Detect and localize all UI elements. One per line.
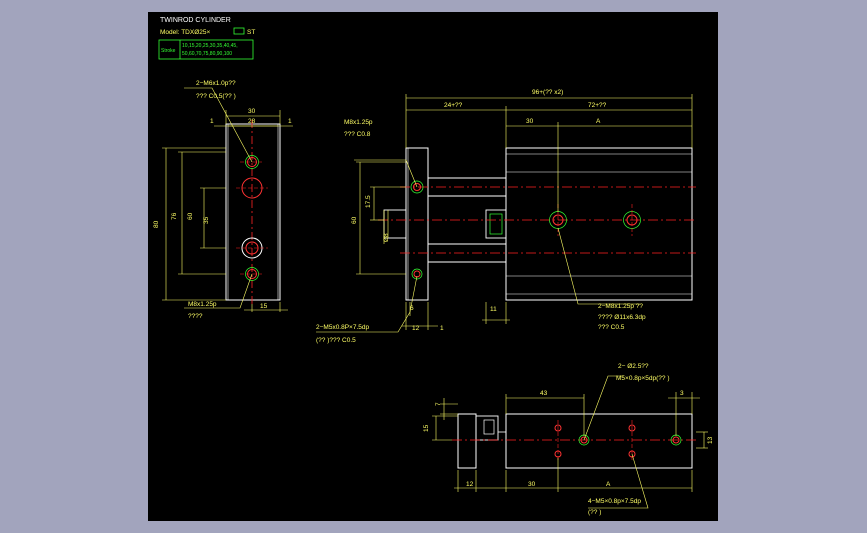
bottom-dim-43: 43: [540, 390, 548, 397]
end-dim-1-left: 1: [210, 118, 214, 125]
drawing-canvas: TWINROD CYLINDER Model: TDXØ25× ST Strok…: [148, 12, 718, 521]
end-dim-28: 28: [248, 118, 256, 125]
end-dim-60: 60: [187, 212, 194, 220]
bottom-dim-7: 7: [435, 402, 442, 406]
model-box: [233, 27, 245, 35]
side-view: [378, 147, 696, 301]
side-dim-30: 30: [526, 118, 534, 125]
model-suffix: ST: [247, 29, 255, 36]
side-dim-17-5: 17.5: [365, 195, 372, 208]
bottom-note1-line2: M5×0.8p×5dp(?? ): [616, 375, 669, 382]
bottom-dim-13: 13: [707, 436, 714, 444]
side-note3-line1: 2−M8x1.25p ??: [598, 303, 643, 310]
side-dim-11: 11: [490, 306, 497, 313]
side-note3-line3: ??? C0.5: [598, 324, 625, 331]
end-note2-line2: ????: [188, 313, 203, 320]
end-dim-15: 15: [260, 303, 268, 310]
stroke-row1: 10,15,20,25,30,35,40,45,: [182, 43, 238, 49]
bottom-dim-15: 15: [423, 424, 430, 432]
end-dim-30: 30: [248, 108, 256, 115]
bottom-dim-a: A: [606, 481, 611, 488]
side-note1-line1: M8x1.25p: [344, 119, 373, 126]
side-dim-12: 12: [412, 325, 420, 332]
bottom-dim-30: 30: [528, 481, 536, 488]
side-dim-24: 24+??: [444, 102, 463, 109]
bottom-dim-3: 3: [680, 390, 684, 397]
side-note3-line2: ???? Ø11x6.3dp: [598, 314, 646, 321]
stroke-row2: 50,60,70,75,80,90,100: [182, 51, 232, 57]
cad-drawing: TWINROD CYLINDER Model: TDXØ25× ST Strok…: [153, 17, 714, 516]
side-dim-a: A: [596, 118, 601, 125]
end-dim-76: 76: [171, 212, 178, 220]
bottom-dim-12: 12: [466, 481, 474, 488]
side-note2-line1: 2−M5x0.8P×7.5dp: [316, 324, 370, 331]
side-dim-6: 6: [410, 305, 414, 312]
end-view: [225, 120, 281, 304]
bottom-note2-line1: 4−M5×0.8p×7.5dp: [588, 498, 641, 505]
end-dim-35: 35: [203, 216, 210, 224]
bottom-note2-line2: (?? ): [588, 509, 601, 516]
end-note2-line1: M8x1.25p: [188, 301, 217, 308]
side-note1-line2: ??? C0.8: [344, 131, 371, 138]
stroke-label: Stroke: [161, 48, 176, 54]
stroke-table: [158, 39, 254, 60]
model-text: Model: TDXØ25×: [160, 29, 210, 36]
side-dim-60: 60: [351, 216, 358, 224]
side-dim-total: 96+(?? x2): [532, 89, 563, 96]
end-dim-80: 80: [153, 220, 160, 228]
side-note2-line2: (?? )??? C0.5: [316, 337, 356, 344]
title-text: TWINROD CYLINDER: [160, 17, 231, 24]
bottom-note1-line1: 2− Ø2.5??: [618, 363, 649, 370]
bottom-view: [452, 413, 696, 469]
end-dim-1-right: 1: [288, 118, 292, 125]
side-dim-72: 72+??: [588, 102, 607, 109]
side-dim-d8: Ø8: [383, 233, 390, 242]
end-note1-line1: 2−M6x1.0p??: [196, 80, 236, 87]
side-dim-1: 1: [440, 325, 444, 332]
end-note1-line2: ??? C0.5(?? ): [196, 93, 236, 100]
